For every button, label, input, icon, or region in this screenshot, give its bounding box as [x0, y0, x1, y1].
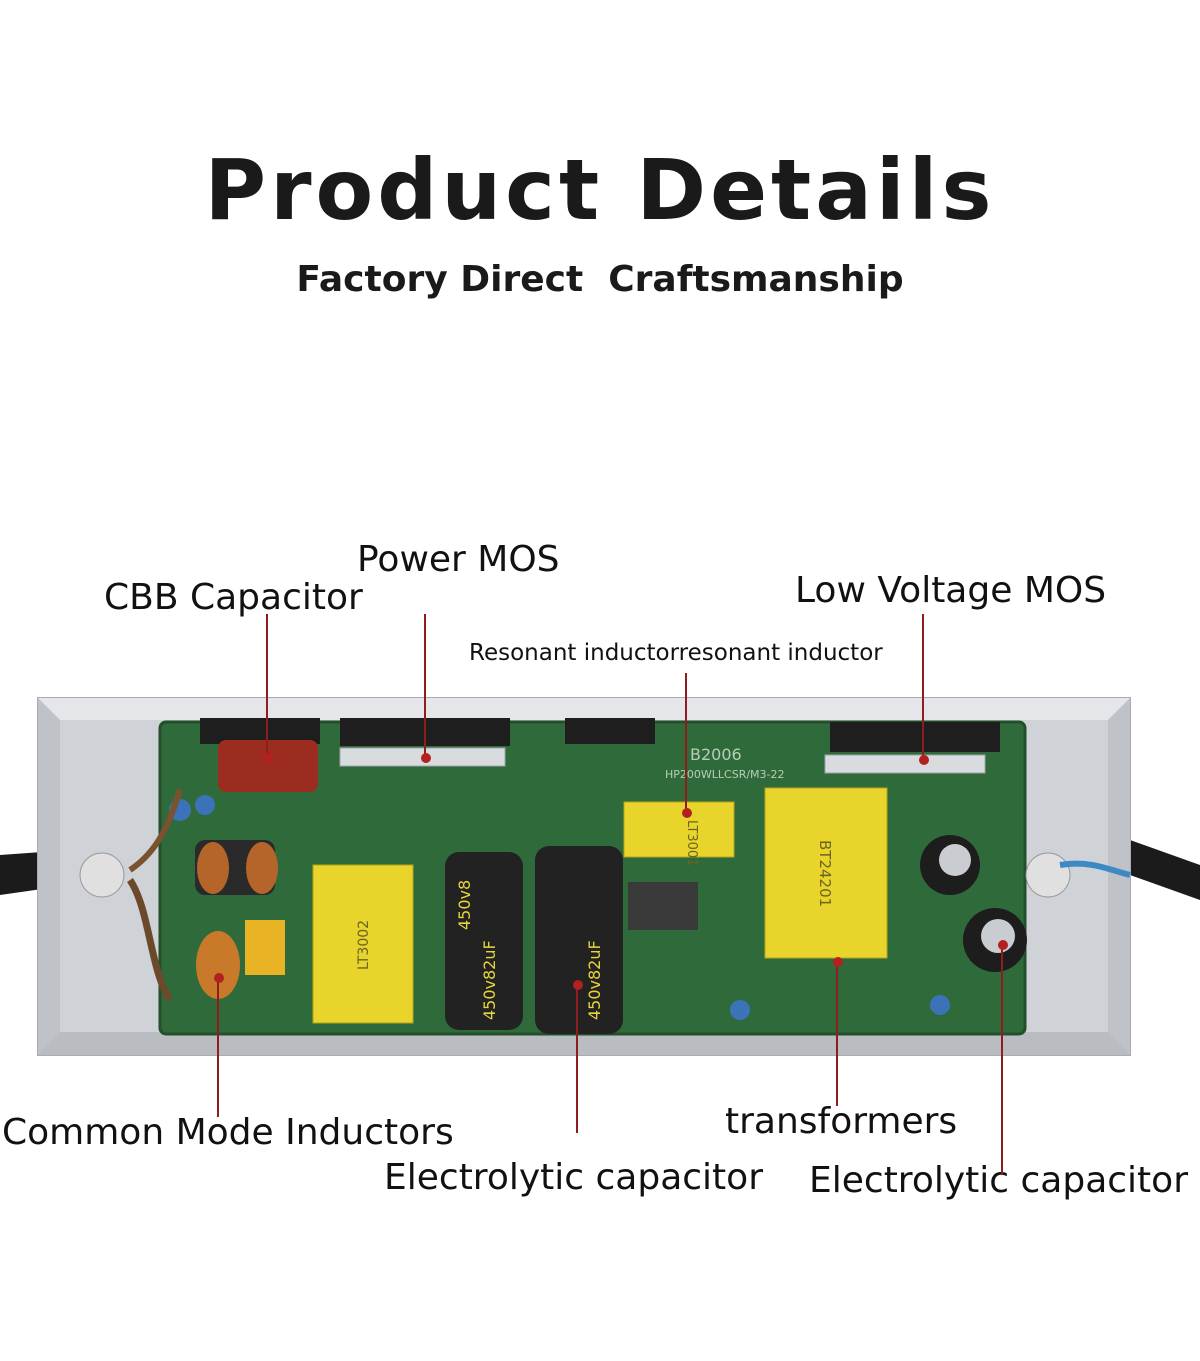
dot-resonant-inductor — [682, 808, 692, 818]
transformer-part-text: BT24201 — [816, 840, 834, 907]
cap-rating-text-2: 450v82uF — [585, 940, 604, 1020]
power-supply-board-image: B2006 HP200WLLCSR/M3-22 LT3002 450v82uF … — [0, 697, 1200, 1056]
electrolytic-capacitor-2 — [535, 846, 623, 1034]
right-cable — [1130, 840, 1200, 900]
toroid-inductor — [196, 931, 240, 999]
electrolytic-capacitor-1 — [445, 852, 523, 1030]
dot-transformers — [833, 957, 843, 967]
label-low-voltage-mos: Low Voltage MOS — [795, 570, 1107, 611]
dot-electrolytic-capacitor-left — [573, 980, 583, 990]
dot-low-voltage-mos — [919, 755, 929, 765]
label-common-mode-inductors: Common Mode Inductors — [2, 1112, 454, 1153]
choke-left-text: LT3002 — [356, 920, 372, 970]
dot-common-mode-inductors — [214, 973, 224, 983]
label-electrolytic-capacitor-left: Electrolytic capacitor — [384, 1157, 764, 1198]
leader-low-voltage-mos — [922, 614, 924, 760]
page-subtitle: Factory Direct Craftsmanship — [296, 259, 904, 300]
label-electrolytic-capacitor-right: Electrolytic capacitor — [809, 1160, 1189, 1201]
cap-rating-text-1: 450v82uF — [480, 940, 499, 1020]
housing-bottom-rail — [38, 1032, 1130, 1055]
pcb-model-text: HP200WLLCSR/M3-22 — [665, 768, 785, 781]
pfc-choke — [312, 864, 414, 1024]
label-power-mos: Power MOS — [357, 539, 560, 580]
leader-common-mode-inductors — [217, 978, 219, 1117]
label-resonant-inductor: Resonant inductorresonant inductor — [469, 640, 883, 666]
housing-left-wall — [38, 698, 60, 1055]
dot-power-mos — [421, 753, 431, 763]
leader-transformers — [836, 962, 838, 1106]
leader-electrolytic-capacitor-right — [1001, 945, 1003, 1175]
leader-power-mos — [424, 614, 426, 758]
resonant-inductor — [623, 801, 735, 858]
housing-top-rail — [38, 698, 1130, 720]
leader-cbb-capacitor — [266, 614, 268, 758]
cap-rating-text-3: 450v8 — [455, 880, 474, 930]
pcb-id-text: B2006 — [690, 745, 742, 764]
leader-resonant-inductor — [685, 673, 687, 813]
leader-electrolytic-capacitor-left — [576, 985, 578, 1133]
resonant-part-text: LT3001 — [684, 820, 699, 866]
low-voltage-mos-heatsink — [824, 754, 986, 774]
page-title: Product Details — [204, 141, 996, 239]
common-mode-inductor-coil — [197, 842, 229, 894]
housing-right-wall — [1108, 698, 1130, 1055]
dot-electrolytic-capacitor-right — [998, 940, 1008, 950]
transformer — [764, 787, 888, 959]
label-transformers: transformers — [725, 1101, 958, 1142]
label-cbb-capacitor: CBB Capacitor — [104, 577, 363, 618]
cbb-capacitor — [218, 740, 318, 792]
dot-cbb-capacitor — [263, 753, 273, 763]
